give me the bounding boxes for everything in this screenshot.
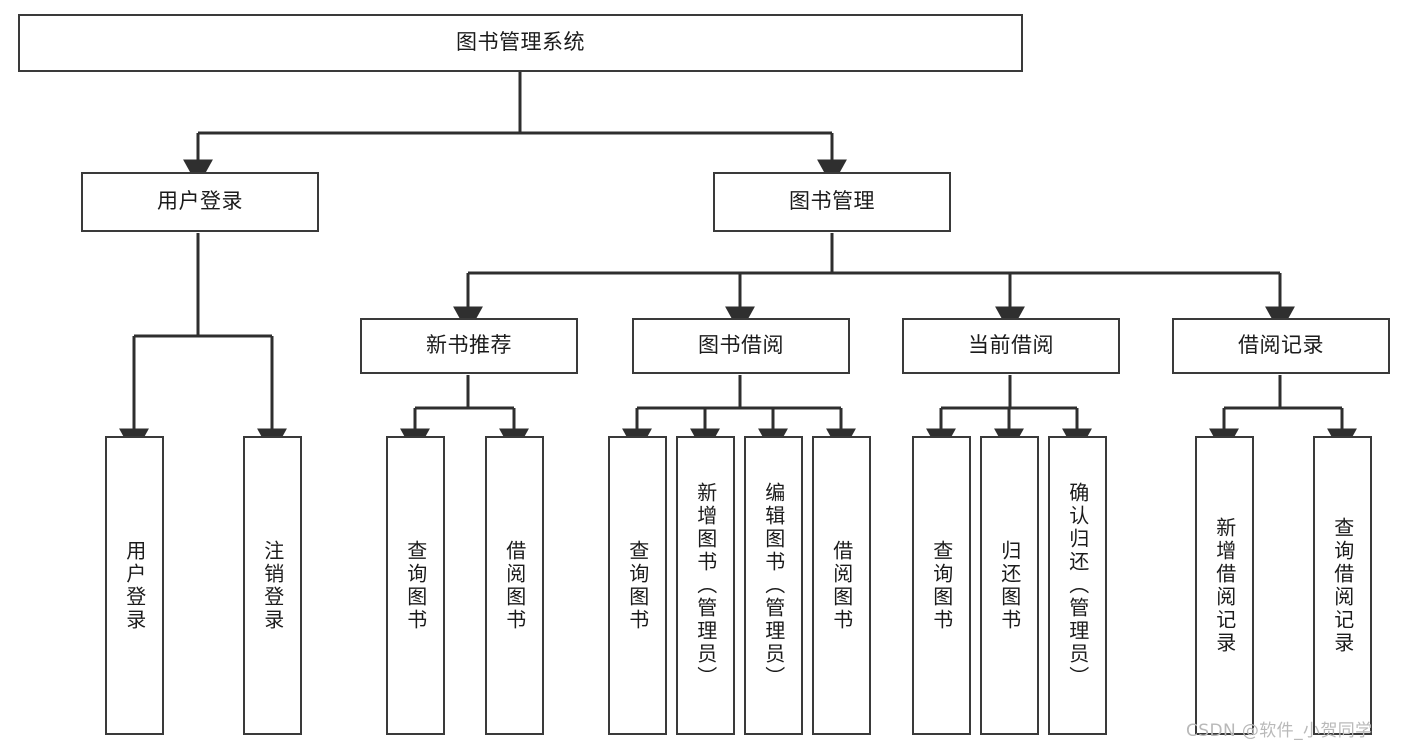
node-leaf-rec-query-book[interactable]: 查询图书 <box>386 436 445 735</box>
node-leaf-current-query-book-label: 查询图书 <box>929 539 954 632</box>
node-borrow-record[interactable]: 借阅记录 <box>1172 318 1390 374</box>
node-leaf-current-return-book[interactable]: 归还图书 <box>980 436 1039 735</box>
node-leaf-current-return-book-label: 归还图书 <box>997 539 1022 632</box>
node-leaf-user-login[interactable]: 用户登录 <box>105 436 164 735</box>
node-leaf-record-add[interactable]: 新增借阅记录 <box>1195 436 1254 735</box>
node-leaf-record-add-label: 新增借阅记录 <box>1212 516 1237 655</box>
node-current-borrow[interactable]: 当前借阅 <box>902 318 1120 374</box>
node-leaf-borrow-add-book[interactable]: 新增图书（管理员） <box>676 436 735 735</box>
node-leaf-current-query-book[interactable]: 查询图书 <box>912 436 971 735</box>
node-leaf-rec-query-book-label: 查询图书 <box>403 539 428 632</box>
node-leaf-borrow-borrow-book-label: 借阅图书 <box>829 539 854 632</box>
node-new-book-rec-label: 新书推荐 <box>426 333 512 358</box>
node-book-borrow[interactable]: 图书借阅 <box>632 318 850 374</box>
node-leaf-user-logout[interactable]: 注销登录 <box>243 436 302 735</box>
node-borrow-record-label: 借阅记录 <box>1238 333 1324 358</box>
node-leaf-borrow-add-book-label: 新增图书（管理员） <box>693 482 718 689</box>
node-leaf-borrow-edit-book[interactable]: 编辑图书（管理员） <box>744 436 803 735</box>
node-new-book-rec[interactable]: 新书推荐 <box>360 318 578 374</box>
node-root[interactable]: 图书管理系统 <box>18 14 1023 72</box>
node-leaf-user-logout-label: 注销登录 <box>260 539 285 632</box>
node-leaf-record-query[interactable]: 查询借阅记录 <box>1313 436 1372 735</box>
node-current-borrow-label: 当前借阅 <box>968 333 1054 358</box>
node-root-label: 图书管理系统 <box>456 30 585 55</box>
node-leaf-current-confirm-return[interactable]: 确认归还（管理员） <box>1048 436 1107 735</box>
node-book-manage-label: 图书管理 <box>789 189 875 214</box>
node-user-login-label: 用户登录 <box>157 189 243 214</box>
node-leaf-rec-borrow-book-label: 借阅图书 <box>502 539 527 632</box>
node-leaf-record-query-label: 查询借阅记录 <box>1330 516 1355 655</box>
node-leaf-borrow-query-book[interactable]: 查询图书 <box>608 436 667 735</box>
node-leaf-current-confirm-return-label: 确认归还（管理员） <box>1065 482 1090 689</box>
node-book-borrow-label: 图书借阅 <box>698 333 784 358</box>
node-user-login[interactable]: 用户登录 <box>81 172 319 232</box>
node-book-manage[interactable]: 图书管理 <box>713 172 951 232</box>
csdn-watermark: CSDN @软件_小贺同学 <box>1186 721 1373 741</box>
node-leaf-rec-borrow-book[interactable]: 借阅图书 <box>485 436 544 735</box>
node-leaf-borrow-query-book-label: 查询图书 <box>625 539 650 632</box>
node-leaf-borrow-edit-book-label: 编辑图书（管理员） <box>761 482 786 689</box>
node-leaf-borrow-borrow-book[interactable]: 借阅图书 <box>812 436 871 735</box>
node-leaf-user-login-label: 用户登录 <box>122 539 147 632</box>
